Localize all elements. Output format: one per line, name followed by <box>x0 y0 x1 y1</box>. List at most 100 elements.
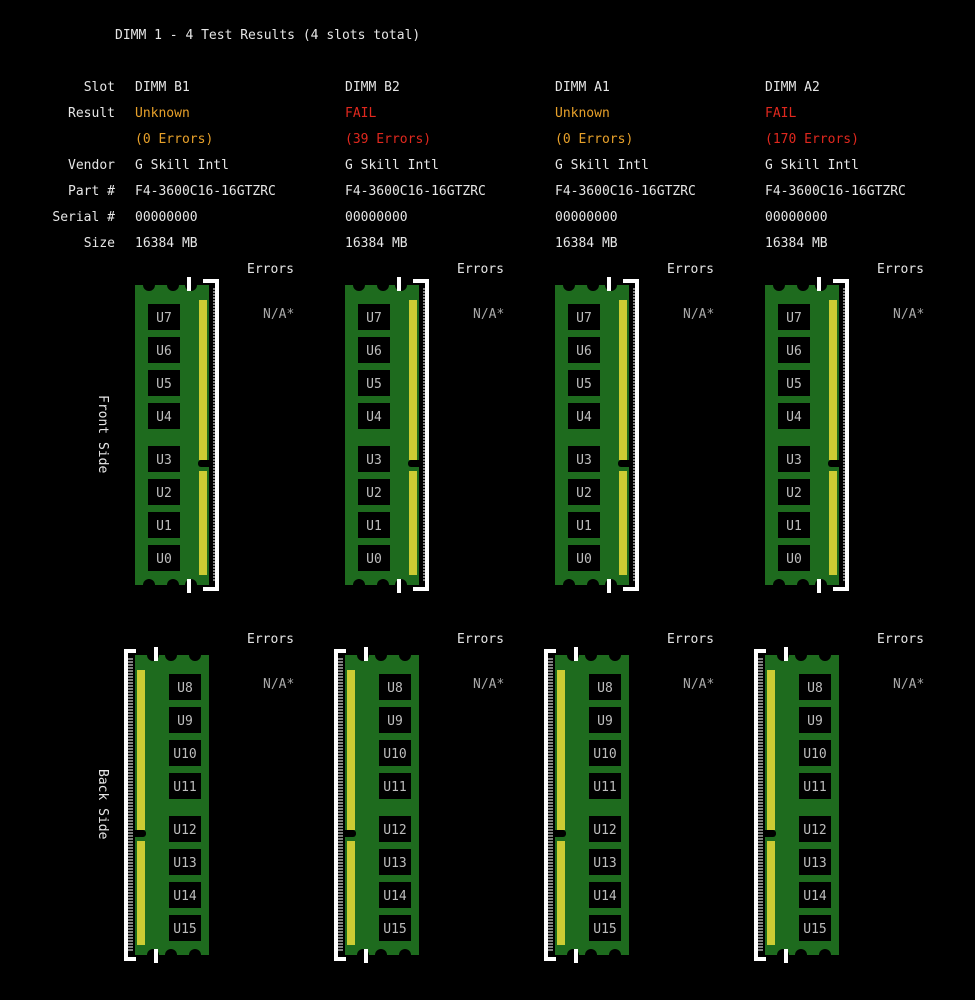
dimm-size: 16384 MB <box>345 236 408 251</box>
memory-chip: U1 <box>568 512 600 538</box>
errors-header: Errors <box>247 262 294 277</box>
dimm-slot-name: DIMM A1 <box>555 80 610 95</box>
chip-label: U1 <box>576 519 592 534</box>
key-notch <box>198 460 218 467</box>
chip-label: U10 <box>593 747 616 762</box>
memory-chip: U5 <box>358 370 390 396</box>
label-part: Part # <box>68 184 115 199</box>
memory-chip: U2 <box>148 479 180 505</box>
socket-bracket <box>203 279 219 591</box>
chip-label: U12 <box>803 823 826 838</box>
key-notch <box>618 460 638 467</box>
memory-chip: U4 <box>358 403 390 429</box>
chip-label: U2 <box>786 486 802 501</box>
memory-chip: U6 <box>568 337 600 363</box>
chip-label: U7 <box>366 311 382 326</box>
memory-chip: U14 <box>169 882 201 908</box>
board-notch <box>353 279 365 291</box>
memory-chip: U1 <box>778 512 810 538</box>
board-notch <box>399 649 411 661</box>
socket-bracket <box>334 649 346 961</box>
memory-chip: U6 <box>148 337 180 363</box>
chip-label: U3 <box>576 453 592 468</box>
memory-chip: U13 <box>799 849 831 875</box>
memory-chip: U14 <box>379 882 411 908</box>
chip-label: U13 <box>173 856 196 871</box>
gold-contacts <box>409 300 417 460</box>
board-notch <box>189 649 201 661</box>
gold-contacts <box>829 471 837 575</box>
chip-label: U8 <box>387 681 403 696</box>
dimm-part-number: F4-3600C16-16GTZRC <box>765 184 906 199</box>
chip-label: U2 <box>576 486 592 501</box>
memory-chip: U7 <box>148 304 180 330</box>
chip-label: U9 <box>597 714 613 729</box>
dimm-error-count: (0 Errors) <box>135 132 214 147</box>
chip-label: U3 <box>156 453 172 468</box>
front-errors-value: N/A* <box>683 307 715 322</box>
memory-chip: U3 <box>148 446 180 472</box>
memory-chip: U8 <box>799 674 831 700</box>
gold-contacts <box>137 670 145 830</box>
dimm-size: 16384 MB <box>135 236 198 251</box>
board-notch <box>143 279 155 291</box>
socket-pins <box>213 288 218 581</box>
memory-chip: U4 <box>568 403 600 429</box>
memory-chip: U3 <box>358 446 390 472</box>
key-notch <box>336 830 356 837</box>
label-result: Result <box>68 106 115 121</box>
dimm-error-count: (39 Errors) <box>345 132 432 147</box>
chip-label: U7 <box>576 311 592 326</box>
chip-label: U11 <box>383 780 406 795</box>
socket-bracket <box>544 649 556 961</box>
memory-chip: U5 <box>148 370 180 396</box>
chip-label: U15 <box>803 922 826 937</box>
socket-latch <box>154 647 158 661</box>
chip-label: U12 <box>173 823 196 838</box>
memory-chip: U15 <box>379 915 411 941</box>
key-notch <box>546 830 566 837</box>
chip-label: U8 <box>177 681 193 696</box>
socket-latch <box>154 949 158 963</box>
chip-label: U12 <box>383 823 406 838</box>
chip-label: U7 <box>156 311 172 326</box>
socket-latch <box>397 579 401 593</box>
board-notch <box>587 579 599 591</box>
gold-contacts <box>767 670 775 830</box>
dimm-size: 16384 MB <box>765 236 828 251</box>
dimm-part-number: F4-3600C16-16GTZRC <box>135 184 276 199</box>
errors-header: Errors <box>667 262 714 277</box>
socket-latch <box>607 277 611 291</box>
chip-label: U5 <box>576 377 592 392</box>
memory-chip: U3 <box>568 446 600 472</box>
gold-contacts <box>137 841 145 945</box>
memory-chip: U2 <box>358 479 390 505</box>
dimm-error-count: (0 Errors) <box>555 132 634 147</box>
memory-chip: U10 <box>589 740 621 766</box>
board-notch <box>773 579 785 591</box>
back-errors-value: N/A* <box>473 677 505 692</box>
chip-label: U13 <box>803 856 826 871</box>
memory-chip: U9 <box>589 707 621 733</box>
errors-header: Errors <box>457 262 504 277</box>
memory-chip: U7 <box>778 304 810 330</box>
chip-label: U14 <box>803 889 827 904</box>
memory-chip: U8 <box>589 674 621 700</box>
socket-bracket <box>833 279 849 591</box>
chip-label: U6 <box>366 344 382 359</box>
errors-header: Errors <box>667 632 714 647</box>
front-errors-value: N/A* <box>473 307 505 322</box>
chip-label: U4 <box>576 410 592 425</box>
memory-chip: U11 <box>379 773 411 799</box>
board-notch <box>797 279 809 291</box>
memory-chip: U13 <box>589 849 621 875</box>
chip-label: U5 <box>786 377 802 392</box>
chip-label: U6 <box>576 344 592 359</box>
chip-label: U11 <box>593 780 616 795</box>
dimm-serial: 00000000 <box>345 210 408 225</box>
memory-chip: U13 <box>169 849 201 875</box>
chip-label: U8 <box>597 681 613 696</box>
